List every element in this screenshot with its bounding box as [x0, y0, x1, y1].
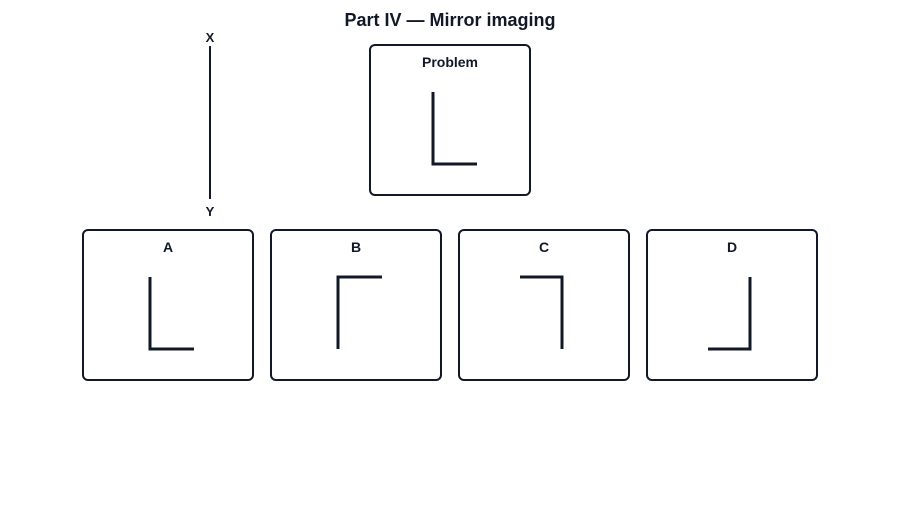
option-a-shape [148, 277, 194, 351]
mirror-axis-bottom-label: Y [205, 204, 215, 219]
option-c-shape [520, 275, 564, 349]
option-d-j-shape [708, 277, 752, 351]
option-d-box[interactable]: D [646, 229, 818, 381]
page-title: Part IV — Mirror imaging [344, 10, 556, 30]
option-b-box[interactable]: B [270, 229, 442, 381]
mirror-axis-line [209, 46, 211, 199]
problem-shape [431, 92, 477, 166]
option-b-gamma-shape [336, 275, 382, 349]
option-d-shape [708, 277, 752, 351]
option-b-shape [336, 275, 382, 349]
option-d-label: D [726, 239, 738, 255]
option-c-box[interactable]: C [458, 229, 630, 381]
option-c-label: C [538, 239, 550, 255]
option-a-box[interactable]: A [82, 229, 254, 381]
problem-figure-box: Problem [369, 44, 531, 196]
option-c-hook-shape [520, 275, 564, 349]
option-a-label: A [162, 239, 174, 255]
mirror-axis-top-label: X [205, 30, 215, 45]
option-b-label: B [350, 239, 362, 255]
problem-label: Problem [421, 54, 478, 70]
option-a-l-shape [148, 277, 194, 351]
problem-l-shape [431, 92, 477, 166]
